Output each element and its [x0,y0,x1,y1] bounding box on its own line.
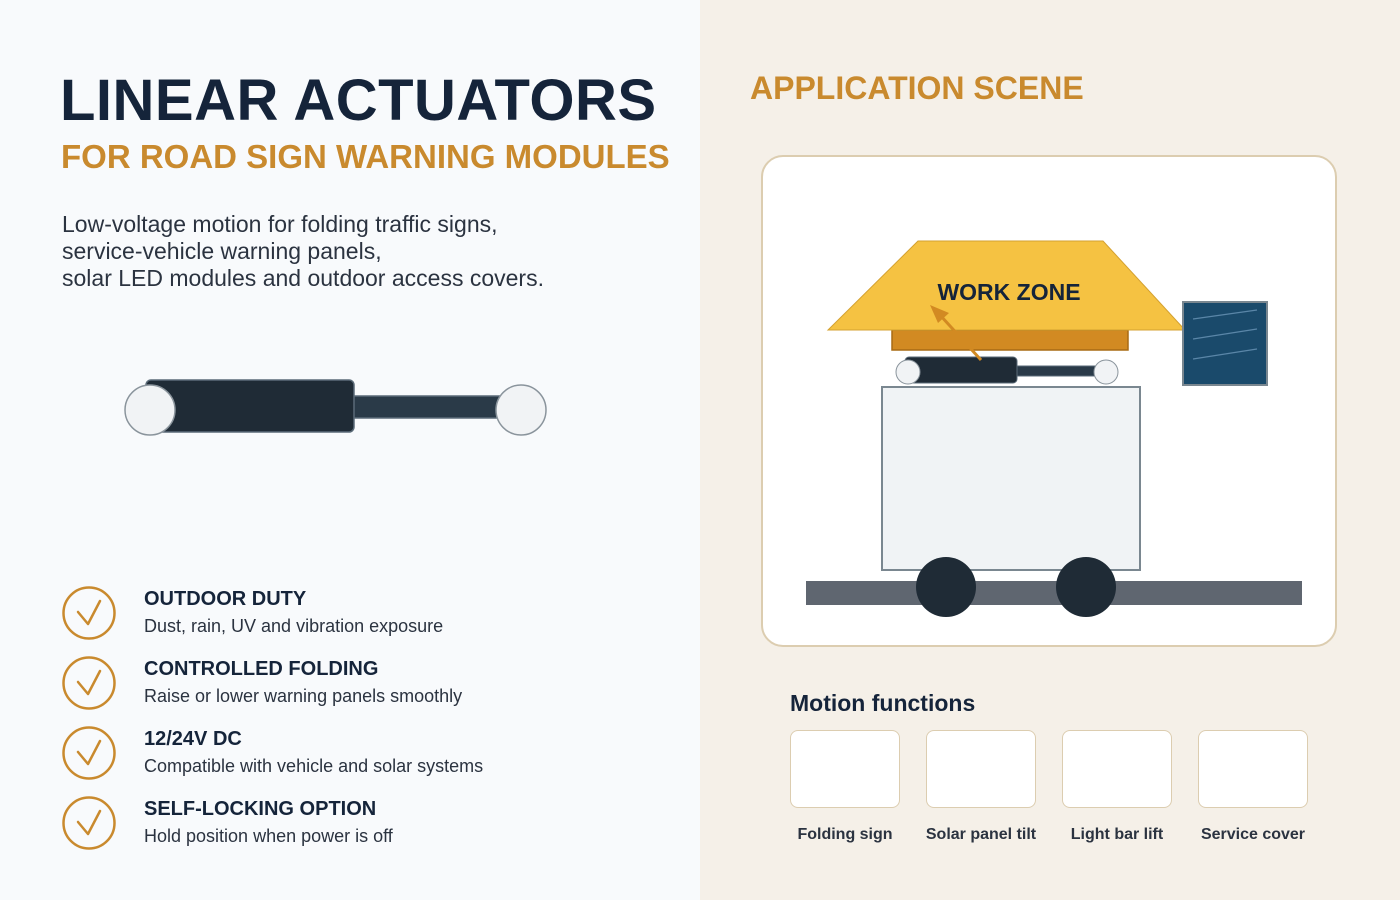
motion-function-tile-light-bar-lift [1062,730,1172,808]
description: Low-voltage motion for folding traffic s… [62,211,544,292]
motion-function-tile-solar-panel-tilt [926,730,1036,808]
check-circle-icon [62,656,116,710]
motion-function-label: Service cover [1200,826,1306,843]
application-scene-illustration: WORK ZONE [806,240,1302,617]
solar-panel-glare [1192,328,1258,340]
motion-function-tile-service-cover [1198,730,1308,808]
scene-actuator-end-left [895,359,921,385]
fold-arrow-icon [930,305,949,323]
solar-panel-glare [1192,309,1258,320]
feature-title: CONTROLLED FOLDING [144,658,379,680]
actuator-end-cap-left [124,384,176,436]
feature-description: Dust, rain, UV and vibration exposure [144,616,444,636]
feature-description: Raise or lower warning panels smoothly [144,686,463,706]
feature-title: SELF-LOCKING OPTION [144,798,377,820]
scene-actuator-housing [904,356,1018,384]
application-scene-title: APPLICATION SCENE [750,70,1084,106]
page-subtitle: FOR ROAD SIGN WARNING MODULES [61,138,670,175]
feature-item: SELF-LOCKING OPTION Hold position when p… [60,794,620,854]
warning-sign-text: WORK ZONE [937,279,1080,305]
feature-description: Hold position when power is off [144,826,393,846]
description-line: solar LED modules and outdoor access cov… [62,265,544,291]
check-circle-icon [62,796,116,850]
solar-panel-glare [1192,348,1258,360]
motion-function-tile-folding-sign [790,730,900,808]
feature-title: 12/24V DC [144,728,242,750]
actuator-rod [339,395,507,419]
vehicle-wheel-rear [1056,557,1116,617]
vehicle-wheel-front [916,557,976,617]
sign-base-bar [891,329,1129,351]
motion-function-label: Solar panel tilt [925,826,1037,843]
road-surface [806,581,1302,605]
scene-actuator-rod [1010,365,1104,377]
feature-item: 12/24V DC Compatible with vehicle and so… [60,724,620,784]
check-circle-icon [62,586,116,640]
actuator-housing [145,379,355,433]
feature-item: OUTDOOR DUTY Dust, rain, UV and vibratio… [60,584,620,644]
motion-function-label: Light bar lift [1070,826,1164,843]
vehicle-body [881,386,1141,571]
description-line: service-vehicle warning panels, [62,238,382,264]
solar-panel [1182,301,1268,386]
check-circle-icon [62,726,116,780]
feature-item: CONTROLLED FOLDING Raise or lower warnin… [60,654,620,714]
left-panel [0,0,700,900]
fold-arrow-line [938,313,983,362]
motion-functions-title: Motion functions [790,690,976,716]
scene-actuator-end-right [1093,359,1119,385]
actuator-end-cap-right [495,384,547,436]
feature-title: OUTDOOR DUTY [144,588,307,610]
feature-description: Compatible with vehicle and solar system… [144,756,484,776]
description-line: Low-voltage motion for folding traffic s… [62,211,498,237]
page-title: LINEAR ACTUATORS [60,68,657,133]
linear-actuator-illustration [124,379,547,436]
motion-function-label: Folding sign [797,826,893,843]
application-scene-card: WORK ZONE [761,155,1337,647]
